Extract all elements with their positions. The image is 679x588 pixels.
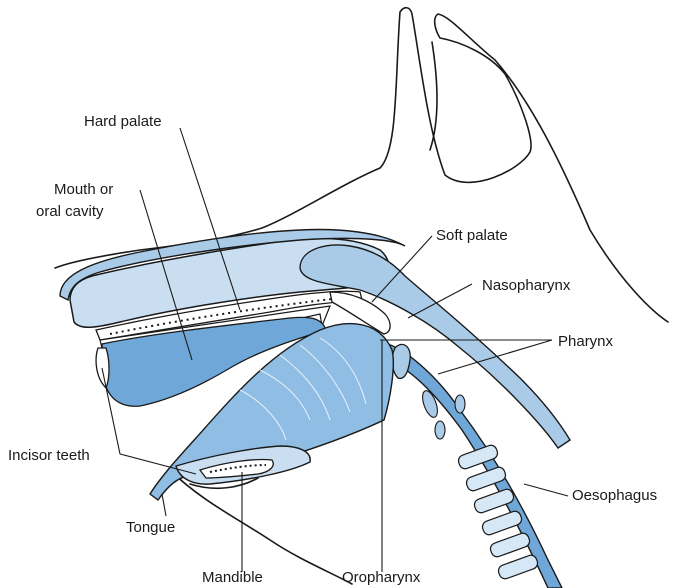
label-mouth-line2: oral cavity <box>36 203 104 220</box>
label-oesophagus: Oesophagus <box>572 487 657 504</box>
label-incisor-teeth: Incisor teeth <box>8 447 90 464</box>
label-mandible: Mandible <box>202 569 263 586</box>
label-soft-palate: Soft palate <box>436 227 508 244</box>
trachea-rings <box>457 444 539 581</box>
label-pharynx: Pharynx <box>558 333 614 350</box>
label-hard-palate: Hard palate <box>84 113 162 130</box>
label-tongue: Tongue <box>126 519 175 536</box>
label-oropharynx: Oropharynx <box>342 569 421 586</box>
ear-fold-line <box>430 42 437 150</box>
neck-underside-outline <box>170 470 352 584</box>
epiglottis <box>392 344 410 378</box>
label-nasopharynx: Nasopharynx <box>482 277 571 294</box>
label-mouth-line1: Mouth or <box>54 181 113 198</box>
